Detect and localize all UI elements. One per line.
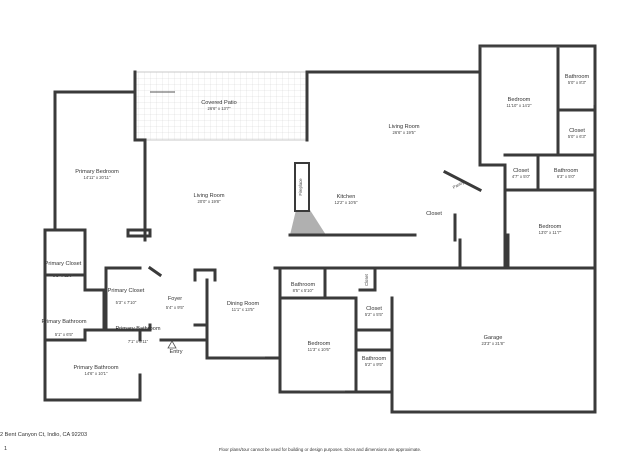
- windows: [150, 46, 595, 412]
- fireplace-symbol: [294, 162, 310, 212]
- room-dims-closet-mid: 5'2" x 5'5": [365, 312, 384, 317]
- room-name-pantry: Pantry: [452, 179, 466, 190]
- room-name-bedroom-east: Bedroom: [539, 224, 562, 230]
- room-dims-bathroom-east: 6'3" x 5'0": [557, 174, 576, 179]
- room-dims-bathroom-small: 5'2" x 9'5": [365, 362, 384, 367]
- room-name-covered-patio: Covered Patio: [201, 100, 236, 106]
- room-name-bathroom-mid: Bathroom: [291, 282, 316, 288]
- room-dims-bathroom-mid: 8'5" x 5'10": [293, 288, 314, 293]
- room-dims-bedroom-ne: 11'10" x 14'2": [507, 103, 532, 108]
- entry-label: Entry: [169, 349, 182, 355]
- room-dims-bedroom-east: 13'0" x 11'7": [539, 230, 562, 235]
- room-name-bedroom-ne: Bedroom: [508, 97, 531, 103]
- room-name-primary-bathroom-wc: Primary Bathroom: [115, 326, 160, 332]
- room-name-primary-closet-2: Primary Closet: [108, 288, 145, 294]
- room-name-primary-bedroom: Primary Bedroom: [75, 169, 119, 175]
- room-name-closet-hall: Closet: [364, 273, 369, 286]
- room-name-bathroom-east: Bathroom: [554, 168, 579, 174]
- room-name-closet-ne: Closet: [569, 128, 585, 134]
- room-labels: Covered Patio 26'6" x 13'7" Living Room …: [41, 74, 589, 376]
- room-name-bedroom-mid: Bedroom: [308, 341, 331, 347]
- room-name-living-room-west: Living Room: [193, 193, 224, 199]
- room-dims-bedroom-mid: 11'3" x 10'6": [308, 347, 331, 352]
- room-name-foyer: Foyer: [168, 296, 182, 302]
- covered-patio-area: [134, 71, 308, 141]
- room-name-garage: Garage: [484, 335, 503, 341]
- room-name-fireplace: Fireplace: [298, 178, 303, 196]
- disclaimer-text: Floor plans/tour cannot be used for buil…: [218, 447, 422, 452]
- walls: [43, 44, 597, 414]
- room-dims-primary-bedroom: 14'11" x 20'11": [83, 175, 111, 180]
- room-name-dining-room: Dining Room: [227, 301, 260, 307]
- room-name-closet-mid: Closet: [366, 306, 382, 312]
- room-dims-dining-room: 11'1" x 13'5": [232, 307, 255, 312]
- room-dims-covered-patio: 26'6" x 13'7": [208, 106, 231, 111]
- kitchen-closet-fill: [422, 205, 452, 232]
- property-address: 2 Bent Canyon Ct, Indio, CA 92203: [0, 432, 88, 438]
- room-dims-garage: 23'3" x 21'8": [482, 341, 505, 346]
- fireplace-fill: [290, 210, 326, 235]
- room-dims-kitchen: 12'2" x 10'6": [335, 200, 358, 205]
- room-name-bathroom-small: Bathroom: [362, 356, 387, 362]
- room-name-bathroom-ne: Bathroom: [565, 74, 590, 80]
- room-name-living-room-east: Living Room: [388, 124, 419, 130]
- room-dims-primary-closet: 5'1" x 11'0": [53, 273, 74, 278]
- room-dims-primary-bathroom-small: 5'1" x 6'5": [55, 332, 74, 337]
- room-dims-living-room-west: 20'0" x 19'8": [198, 199, 221, 204]
- room-dims-closet-east: 4'7" x 5'0": [512, 174, 531, 179]
- room-name-closet-east: Closet: [513, 168, 529, 174]
- entry-arrow-icon: [167, 340, 177, 349]
- room-dims-primary-closet-2: 5'3" x 7'10": [116, 300, 137, 305]
- room-dims-closet-ne: 5'0" x 6'3": [568, 134, 587, 139]
- page-number: 1: [4, 446, 8, 452]
- room-dims-foyer: 5'4" x 9'5": [166, 305, 185, 310]
- room-name-primary-bathroom-small: Primary Bathroom: [41, 319, 86, 325]
- room-dims-bathroom-ne: 5'0" x 8'3": [568, 80, 587, 85]
- room-name-primary-bathroom: Primary Bathroom: [73, 365, 118, 371]
- room-name-kitchen: Kitchen: [337, 194, 356, 200]
- room-name-closet-kitchen: Closet: [426, 211, 442, 217]
- room-dims-primary-bathroom-wc: 7'1" x 3'11": [128, 339, 149, 344]
- room-dims-living-room-east: 26'6" x 19'5": [393, 130, 416, 135]
- room-dims-primary-bathroom: 14'6" x 10'1": [85, 371, 108, 376]
- room-name-primary-closet: Primary Closet: [45, 261, 82, 267]
